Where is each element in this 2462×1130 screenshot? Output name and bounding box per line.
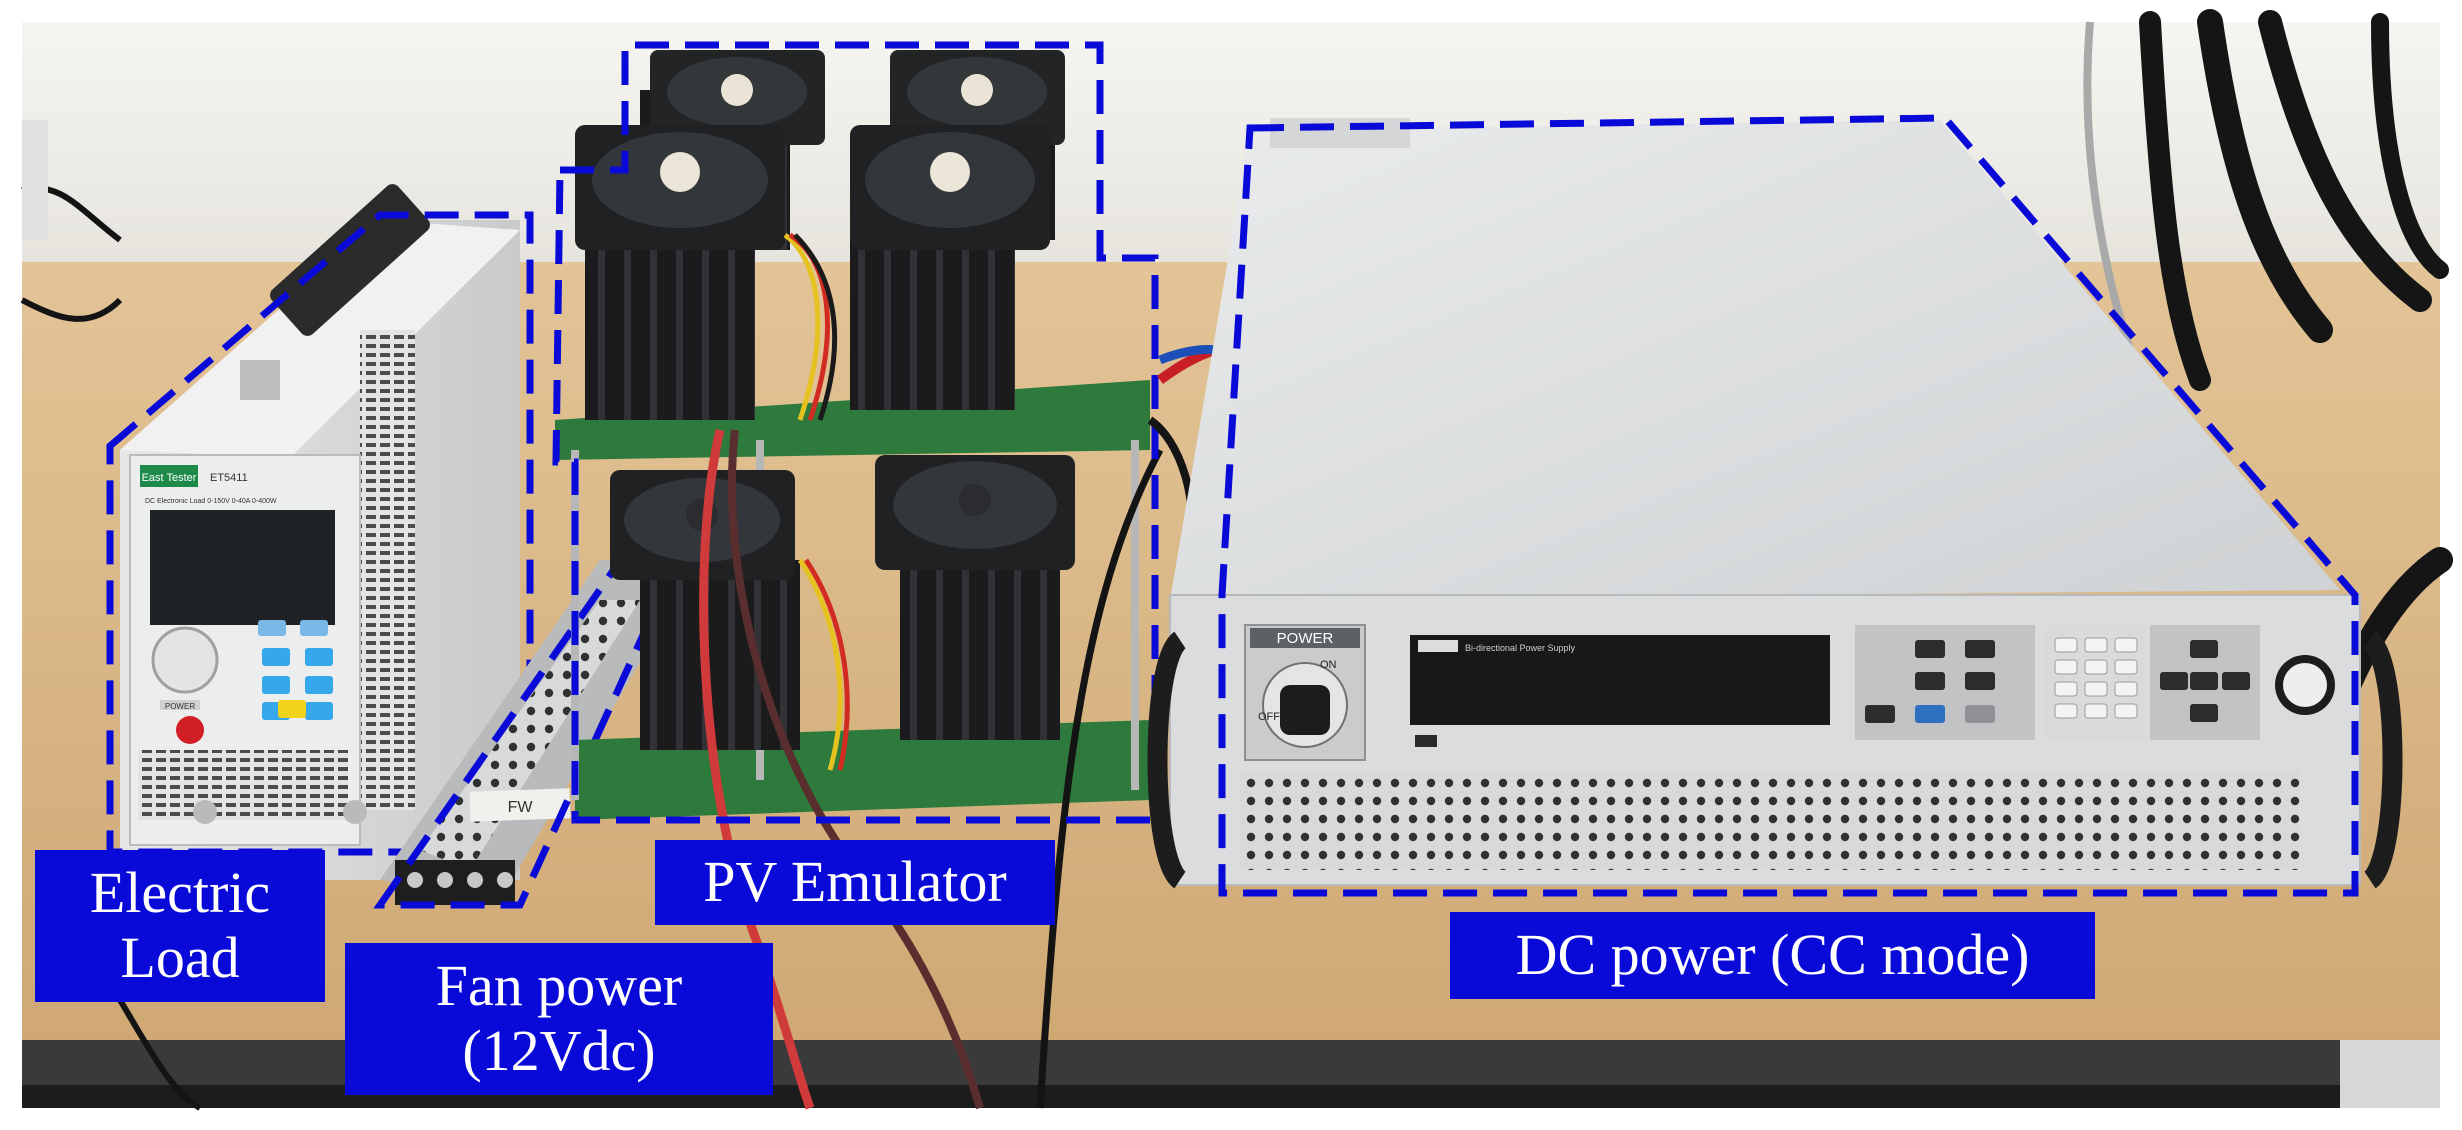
power-label-bg xyxy=(1250,628,1360,648)
dc-power-label: DC power (CC mode) xyxy=(1450,912,2095,999)
load-display xyxy=(150,510,335,625)
fan-lower-right xyxy=(875,455,1075,570)
supply-power-label: POWER xyxy=(1277,630,1334,647)
pv-emulator-label: PV Emulator xyxy=(655,840,1055,925)
electric-load-label: Electric Load xyxy=(35,850,325,1002)
supply-top-cover xyxy=(1170,120,2340,600)
fn-key-2[interactable] xyxy=(1965,640,1995,658)
fan-upper-back-right xyxy=(890,50,1065,145)
supply-front-grille xyxy=(1240,770,2300,870)
side-vent xyxy=(360,330,415,810)
rack-handle-right[interactable] xyxy=(2362,631,2403,889)
supply-rear-label xyxy=(1270,118,1410,148)
fn-key-5[interactable] xyxy=(1865,705,1895,723)
fan-power-supply: FW xyxy=(380,560,700,905)
load-key-2[interactable] xyxy=(305,648,333,666)
pv-link-black-cable xyxy=(1036,448,1164,1109)
floor-box xyxy=(2340,1040,2440,1108)
load-terminal-left xyxy=(193,800,217,824)
load-brand-text: East Tester xyxy=(142,472,197,484)
dc-power-outline xyxy=(1218,114,2359,897)
rack-handle-left[interactable] xyxy=(1147,631,1188,889)
pv-emulator-stack xyxy=(555,50,1164,1110)
heatsink-lower-right xyxy=(900,560,1060,740)
load-power-key-label: POWER xyxy=(165,702,195,711)
load-rotary-knob[interactable] xyxy=(151,626,219,694)
fan-upper-front-right xyxy=(850,125,1050,250)
load-key-1[interactable] xyxy=(262,648,290,666)
load-keypad[interactable] xyxy=(258,620,333,720)
supply-on-label: ON xyxy=(1320,659,1337,671)
fan-power-label-line-2: (12Vdc) xyxy=(462,1018,656,1083)
electric-load-label-line-1: Electric xyxy=(89,860,271,926)
electric-load-unit: East Tester ET5411 DC Electronic Load 0-… xyxy=(120,184,520,880)
fan-psu-screws xyxy=(407,872,513,888)
nav-up-key[interactable] xyxy=(2190,640,2218,658)
fan-psu-label xyxy=(469,788,571,822)
power-key-label-bg xyxy=(160,700,200,710)
handle-bracket xyxy=(240,360,280,400)
fan-wires xyxy=(783,232,850,771)
background-cables xyxy=(2139,9,2453,853)
pv-emulator-outline xyxy=(552,41,1159,824)
fan-psu-mark-text: FW xyxy=(508,799,534,816)
numeric-keypad[interactable] xyxy=(2054,637,2138,719)
nav-right-key[interactable] xyxy=(2222,672,2250,690)
fn-key-blue[interactable] xyxy=(1915,705,1945,723)
navigation-keys[interactable] xyxy=(2160,640,2250,722)
load-key-6[interactable] xyxy=(305,702,333,720)
supply-off-label: OFF xyxy=(1258,711,1280,723)
load-key-yellow[interactable] xyxy=(278,700,306,718)
dc-power-label-text: DC power (CC mode) xyxy=(1515,922,2030,988)
fan-power-label: Fan power (12Vdc) xyxy=(345,943,773,1095)
load-key-3[interactable] xyxy=(262,676,290,694)
electric-load-label-line-2: Load xyxy=(120,925,240,990)
arrow-left-key[interactable] xyxy=(258,620,286,636)
fn-key-gray[interactable] xyxy=(1965,705,1995,723)
function-keys[interactable] xyxy=(1865,640,1995,723)
nav-left-key[interactable] xyxy=(2160,672,2188,690)
load-model-text: ET5411 xyxy=(210,472,248,484)
power-rotary-switch[interactable] xyxy=(1280,685,1330,735)
supply-brand-plate xyxy=(1418,640,1458,652)
fan-upper-back-left xyxy=(650,50,825,145)
load-terminal-right xyxy=(343,800,367,824)
supply-rotary-knob[interactable] xyxy=(2283,663,2327,707)
supply-display xyxy=(1410,635,1830,725)
load-brand-badge xyxy=(140,465,198,487)
load-caption-text: DC Electronic Load 0-150V 0-40A 0-400W xyxy=(145,498,277,505)
front-vent xyxy=(138,750,348,820)
gray-cable xyxy=(2083,21,2134,352)
fn-key-3[interactable] xyxy=(1915,672,1945,690)
carry-handle xyxy=(270,184,430,336)
fn-key-1[interactable] xyxy=(1915,640,1945,658)
load-power-button[interactable] xyxy=(176,716,204,744)
dc-power-supply: POWER ON OFF Bi-directional Power Supply xyxy=(1147,118,2403,889)
supply-usb-port[interactable] xyxy=(1415,735,1437,747)
supply-model-caption: Bi-directional Power Supply xyxy=(1465,643,1576,653)
pv-emulator-label-text: PV Emulator xyxy=(703,849,1007,915)
fn-key-4[interactable] xyxy=(1965,672,1995,690)
wall-outlet xyxy=(22,120,48,240)
fan-power-label-line-1: Fan power xyxy=(435,953,683,1019)
nav-down-key[interactable] xyxy=(2190,704,2218,722)
nav-enter-key[interactable] xyxy=(2190,672,2218,690)
load-key-4[interactable] xyxy=(305,676,333,694)
arrow-right-key[interactable] xyxy=(300,620,328,636)
fan-upper-front-left xyxy=(575,125,785,250)
